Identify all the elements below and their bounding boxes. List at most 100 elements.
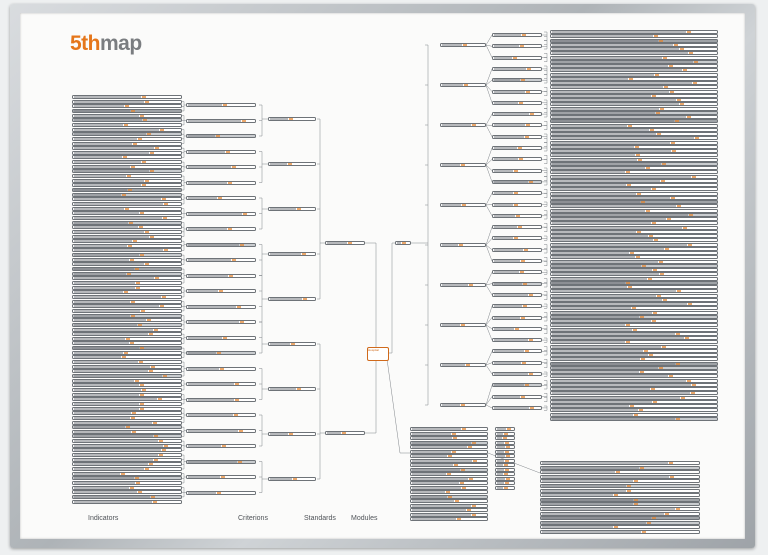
node-text-line [412, 468, 460, 471]
node-ref-number [149, 333, 154, 336]
node-ref-number [142, 161, 147, 164]
node-text-line [188, 243, 239, 246]
node-text-line [552, 73, 655, 76]
node-ref-number [626, 341, 631, 344]
node-ref-number [130, 314, 135, 317]
node-text-line [188, 398, 234, 401]
node-ref-number [629, 77, 634, 80]
map-node [72, 174, 182, 179]
node-ref-number [674, 43, 679, 46]
node-ref-number [146, 133, 151, 136]
node-ref-number [222, 445, 227, 447]
node-text-line [442, 364, 465, 366]
node-text-line [552, 235, 648, 237]
node-text-line [494, 56, 513, 59]
node-ref-number [639, 409, 644, 412]
node-ref-number [635, 256, 640, 259]
node-text-line [494, 260, 520, 262]
map-node [495, 449, 515, 454]
node-text-line [552, 247, 664, 250]
central-node[interactable] [367, 347, 389, 361]
node-ref-number [647, 277, 652, 280]
node-ref-number [659, 107, 664, 110]
node-ref-number [463, 84, 468, 86]
node-ref-number [466, 509, 471, 511]
node-text-line [412, 509, 466, 511]
node-text-line [327, 432, 342, 434]
node-text-line [74, 319, 147, 322]
node-ref-number [459, 482, 464, 484]
node-text-line [74, 342, 130, 345]
node-text-line [74, 165, 130, 168]
node-ref-number [142, 119, 147, 122]
node-text-line [552, 39, 659, 42]
node-text-line [412, 450, 452, 453]
logo: 5thmap [70, 33, 142, 54]
node-ref-number [645, 209, 650, 212]
node-text-line [494, 373, 529, 375]
map-node [550, 170, 718, 175]
node-ref-number [159, 305, 164, 308]
node-text-line [442, 204, 461, 206]
node-ref-number [145, 179, 150, 182]
node-ref-number [461, 164, 466, 166]
node-text-line [552, 213, 688, 216]
node-ref-number [163, 216, 167, 219]
node-ref-number [130, 165, 135, 168]
node-text-line [552, 167, 646, 169]
map-node [540, 493, 700, 498]
node-text-line [412, 513, 471, 516]
node-text-line [74, 221, 128, 224]
node-ref-number [675, 120, 680, 123]
node-text-line [74, 156, 123, 159]
node-ref-number [691, 392, 696, 395]
node-text-line [494, 316, 520, 319]
map-node [72, 188, 182, 192]
node-ref-number [163, 202, 168, 205]
node-ref-number [239, 429, 244, 432]
node-text-line [552, 256, 635, 259]
node-ref-number [228, 274, 233, 277]
node-ref-number [648, 354, 653, 356]
node-ref-number [127, 189, 132, 191]
node-text-line [542, 466, 640, 469]
map-node [186, 490, 256, 495]
node-text-line [497, 468, 505, 471]
node-text-line [412, 455, 447, 457]
node-ref-number [505, 441, 510, 444]
node-ref-number [288, 433, 293, 435]
node-text-line [552, 337, 684, 339]
node-text-line [74, 300, 130, 303]
node-text-line [188, 228, 228, 230]
node-text-line [494, 90, 526, 93]
node-text-line [552, 332, 675, 335]
map-node [550, 340, 718, 345]
node-ref-number [138, 137, 143, 140]
node-text-line [552, 388, 651, 390]
node-ref-number [157, 398, 162, 401]
node-text-line [74, 268, 134, 271]
node-ref-number [453, 464, 458, 466]
node-text-line [74, 337, 126, 340]
node-ref-number [525, 124, 530, 127]
logo-part-2: map [100, 32, 142, 55]
node-text-line [542, 526, 614, 529]
node-text-line [188, 476, 220, 478]
node-text-line [74, 202, 163, 205]
node-ref-number [659, 39, 664, 42]
node-ref-number [233, 414, 238, 416]
node-ref-number [631, 307, 636, 310]
node-ref-number [522, 305, 527, 308]
node-ref-number [159, 128, 164, 131]
node-text-line [74, 272, 126, 275]
map-node [492, 146, 542, 150]
node-ref-number [217, 491, 221, 494]
node-ref-number [238, 460, 243, 463]
node-text-line [270, 253, 302, 255]
node-text-line [552, 158, 638, 161]
node-ref-number [122, 356, 127, 359]
map-node [72, 243, 182, 248]
node-ref-number [471, 513, 476, 516]
node-ref-number [142, 96, 147, 98]
node-ref-number [505, 446, 510, 448]
